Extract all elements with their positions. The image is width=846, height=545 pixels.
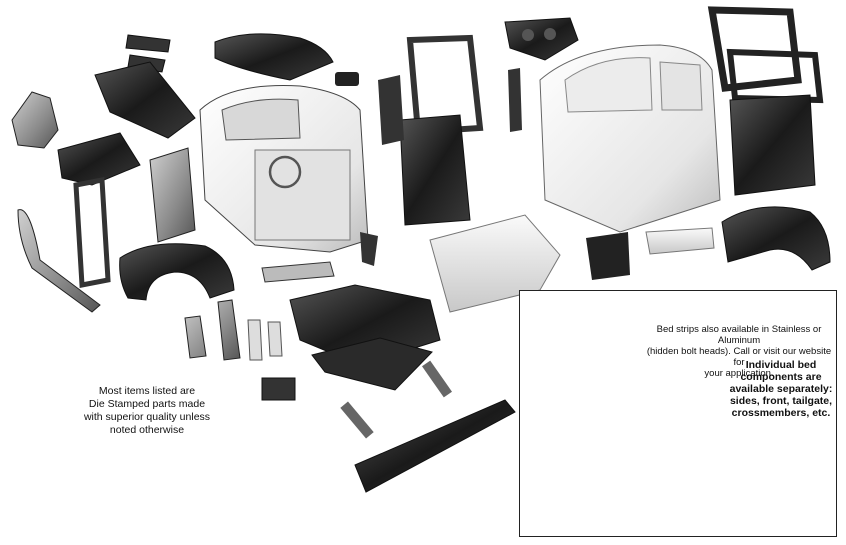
right-cab-assembled xyxy=(539,6,831,280)
right-cab-side-window xyxy=(659,61,703,111)
cab-back-panel xyxy=(149,147,196,243)
cowl-vent-parts xyxy=(125,34,171,73)
running-board xyxy=(354,399,516,493)
bed-strips-line-2: (hidden bolt heads). Call or visit our w… xyxy=(646,346,832,368)
bed-strips-line-1: Bed strips also available in Stainless o… xyxy=(656,324,822,346)
cab-floor xyxy=(254,149,351,241)
kick-panel xyxy=(57,132,141,186)
rocker-strip xyxy=(17,209,101,313)
rear-fender xyxy=(721,206,831,271)
cab-corner xyxy=(360,232,378,266)
die-stamped-line-1: Most items listed are xyxy=(98,385,196,397)
bed-strips-note: Bed strips also available in Stainless o… xyxy=(646,324,832,379)
door-outer-back xyxy=(406,34,484,136)
dash-panel xyxy=(94,61,196,139)
splash-panel xyxy=(586,232,630,280)
bed-strips-line-3: your application. xyxy=(704,368,774,379)
dashboard xyxy=(504,17,579,61)
die-stamped-line-4: noted otherwise xyxy=(109,424,185,436)
door-hinge-pillar xyxy=(378,75,404,145)
door-inner xyxy=(399,114,471,226)
left-cab-exploded xyxy=(11,33,516,493)
cab-corner-panel xyxy=(729,94,816,196)
bed-components-line-2: components are xyxy=(740,371,822,383)
roof-panel xyxy=(214,33,334,81)
cab-rear-window xyxy=(221,98,301,141)
door-opening-frame-2 xyxy=(726,48,824,104)
bed-inset-frame xyxy=(519,290,837,537)
right-cab-windshield xyxy=(564,57,653,113)
bed-components-line-1: Individual bed xyxy=(745,359,817,371)
fender-skirt xyxy=(645,227,715,255)
a-pillar-post xyxy=(508,68,522,132)
floor-pan-front xyxy=(311,337,433,391)
floor-support-b xyxy=(422,360,452,398)
die-stamped-note: Most items listed are Die Stamped parts … xyxy=(62,385,232,437)
doors-group xyxy=(378,17,579,313)
seat-bracket xyxy=(261,377,296,401)
gauge-b xyxy=(544,28,556,40)
pillar-brackets xyxy=(184,299,241,361)
rocker-panel xyxy=(261,261,335,283)
floor-support-a xyxy=(340,401,374,439)
die-stamped-line-2: Die Stamped parts made xyxy=(88,398,206,410)
front-fender xyxy=(119,243,235,301)
steering-wheel xyxy=(268,155,302,189)
roof-vent xyxy=(335,72,359,86)
gauge-a xyxy=(522,29,534,41)
bed-components-line-4: sides, front, tailgate, xyxy=(729,395,833,407)
door-frame xyxy=(73,177,111,288)
bed-components-note: Individual bed components are available … xyxy=(722,359,840,419)
door-opening-frame xyxy=(707,6,802,92)
bed-components-line-3: available separately: xyxy=(729,383,833,395)
firewall-patch xyxy=(11,91,59,149)
die-stamped-line-3: with superior quality unless xyxy=(83,411,211,423)
small-brackets xyxy=(247,319,283,361)
bed-components-line-5: crossmembers, etc. xyxy=(731,407,831,419)
floor-mat-set xyxy=(429,214,561,313)
